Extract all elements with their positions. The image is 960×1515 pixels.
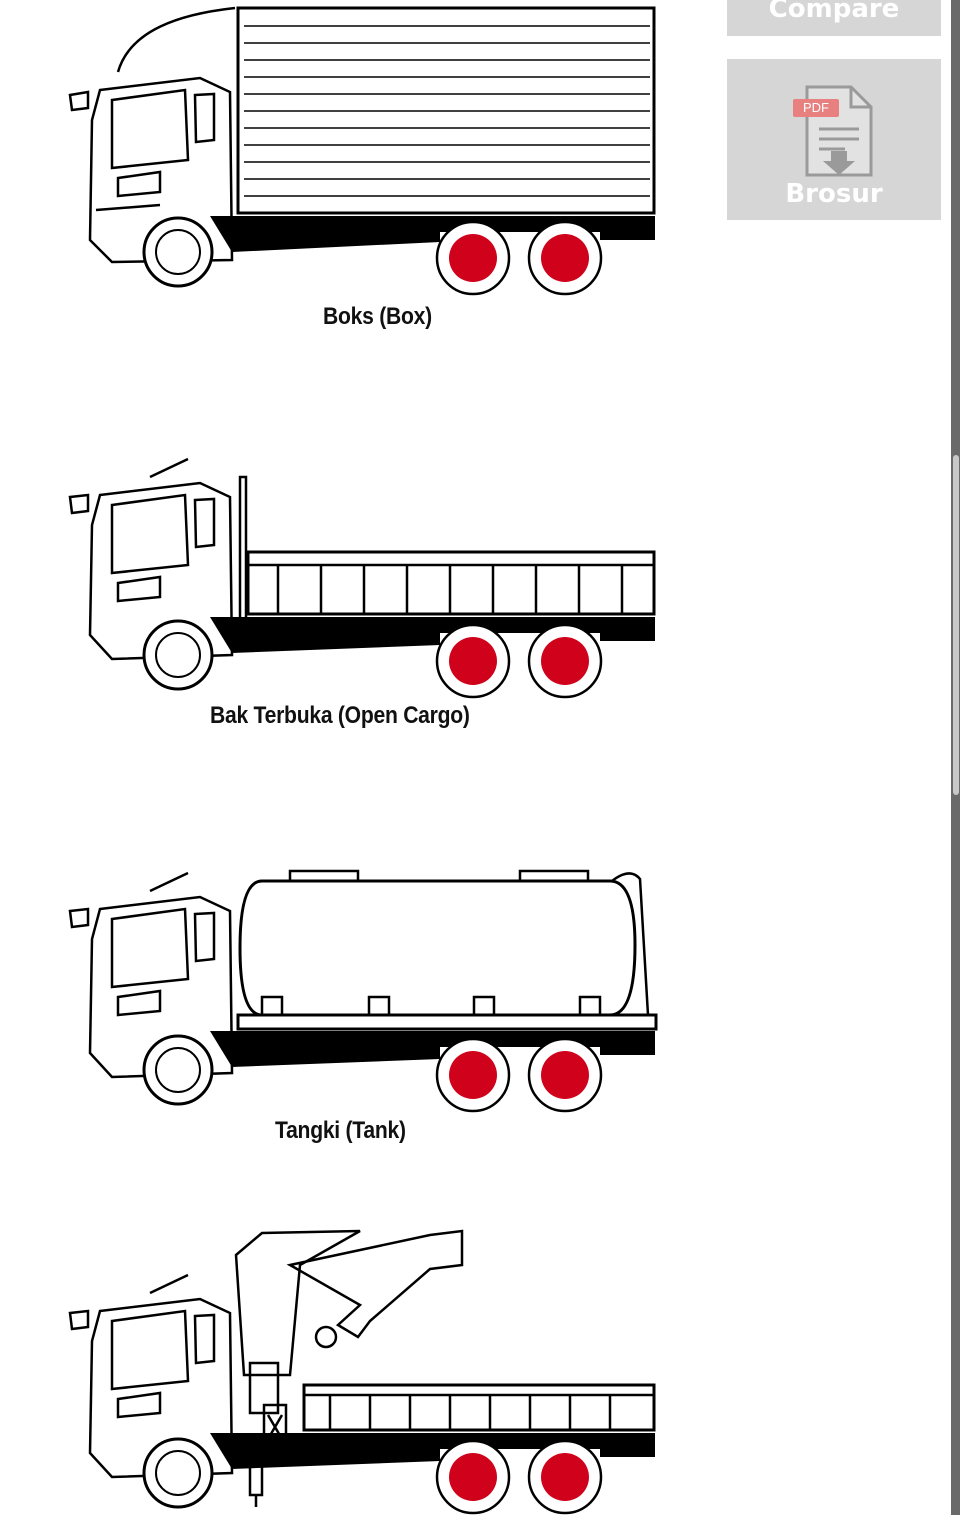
brochure-button-label: Brosur <box>785 179 883 209</box>
box-truck-drawing <box>68 6 656 296</box>
compare-button[interactable]: Compare <box>727 0 941 36</box>
open-cargo-truck-drawing <box>68 457 656 699</box>
brochure-download-button[interactable]: PDF Brosur <box>727 59 941 220</box>
truck-crane-illustration <box>0 1225 700 1515</box>
pdf-badge: PDF <box>793 99 839 117</box>
truck-label-box: Boks (Box) <box>323 303 432 330</box>
scrollbar-thumb[interactable] <box>953 455 959 795</box>
truck-label-open-cargo: Bak Terbuka (Open Cargo) <box>210 702 470 729</box>
crane-truck-drawing <box>68 1229 656 1515</box>
truck-tank-illustration: Tangki (Tank) <box>0 865 700 1155</box>
compare-button-label: Compare <box>768 0 900 24</box>
tank-truck-drawing <box>68 869 658 1113</box>
truck-open-cargo-illustration: Bak Terbuka (Open Cargo) <box>0 455 700 740</box>
pdf-badge-label: PDF <box>803 100 829 115</box>
truck-label-tank: Tangki (Tank) <box>275 1117 406 1144</box>
truck-box-illustration: Boks (Box) <box>0 0 700 340</box>
pdf-download-icon <box>805 85 873 177</box>
